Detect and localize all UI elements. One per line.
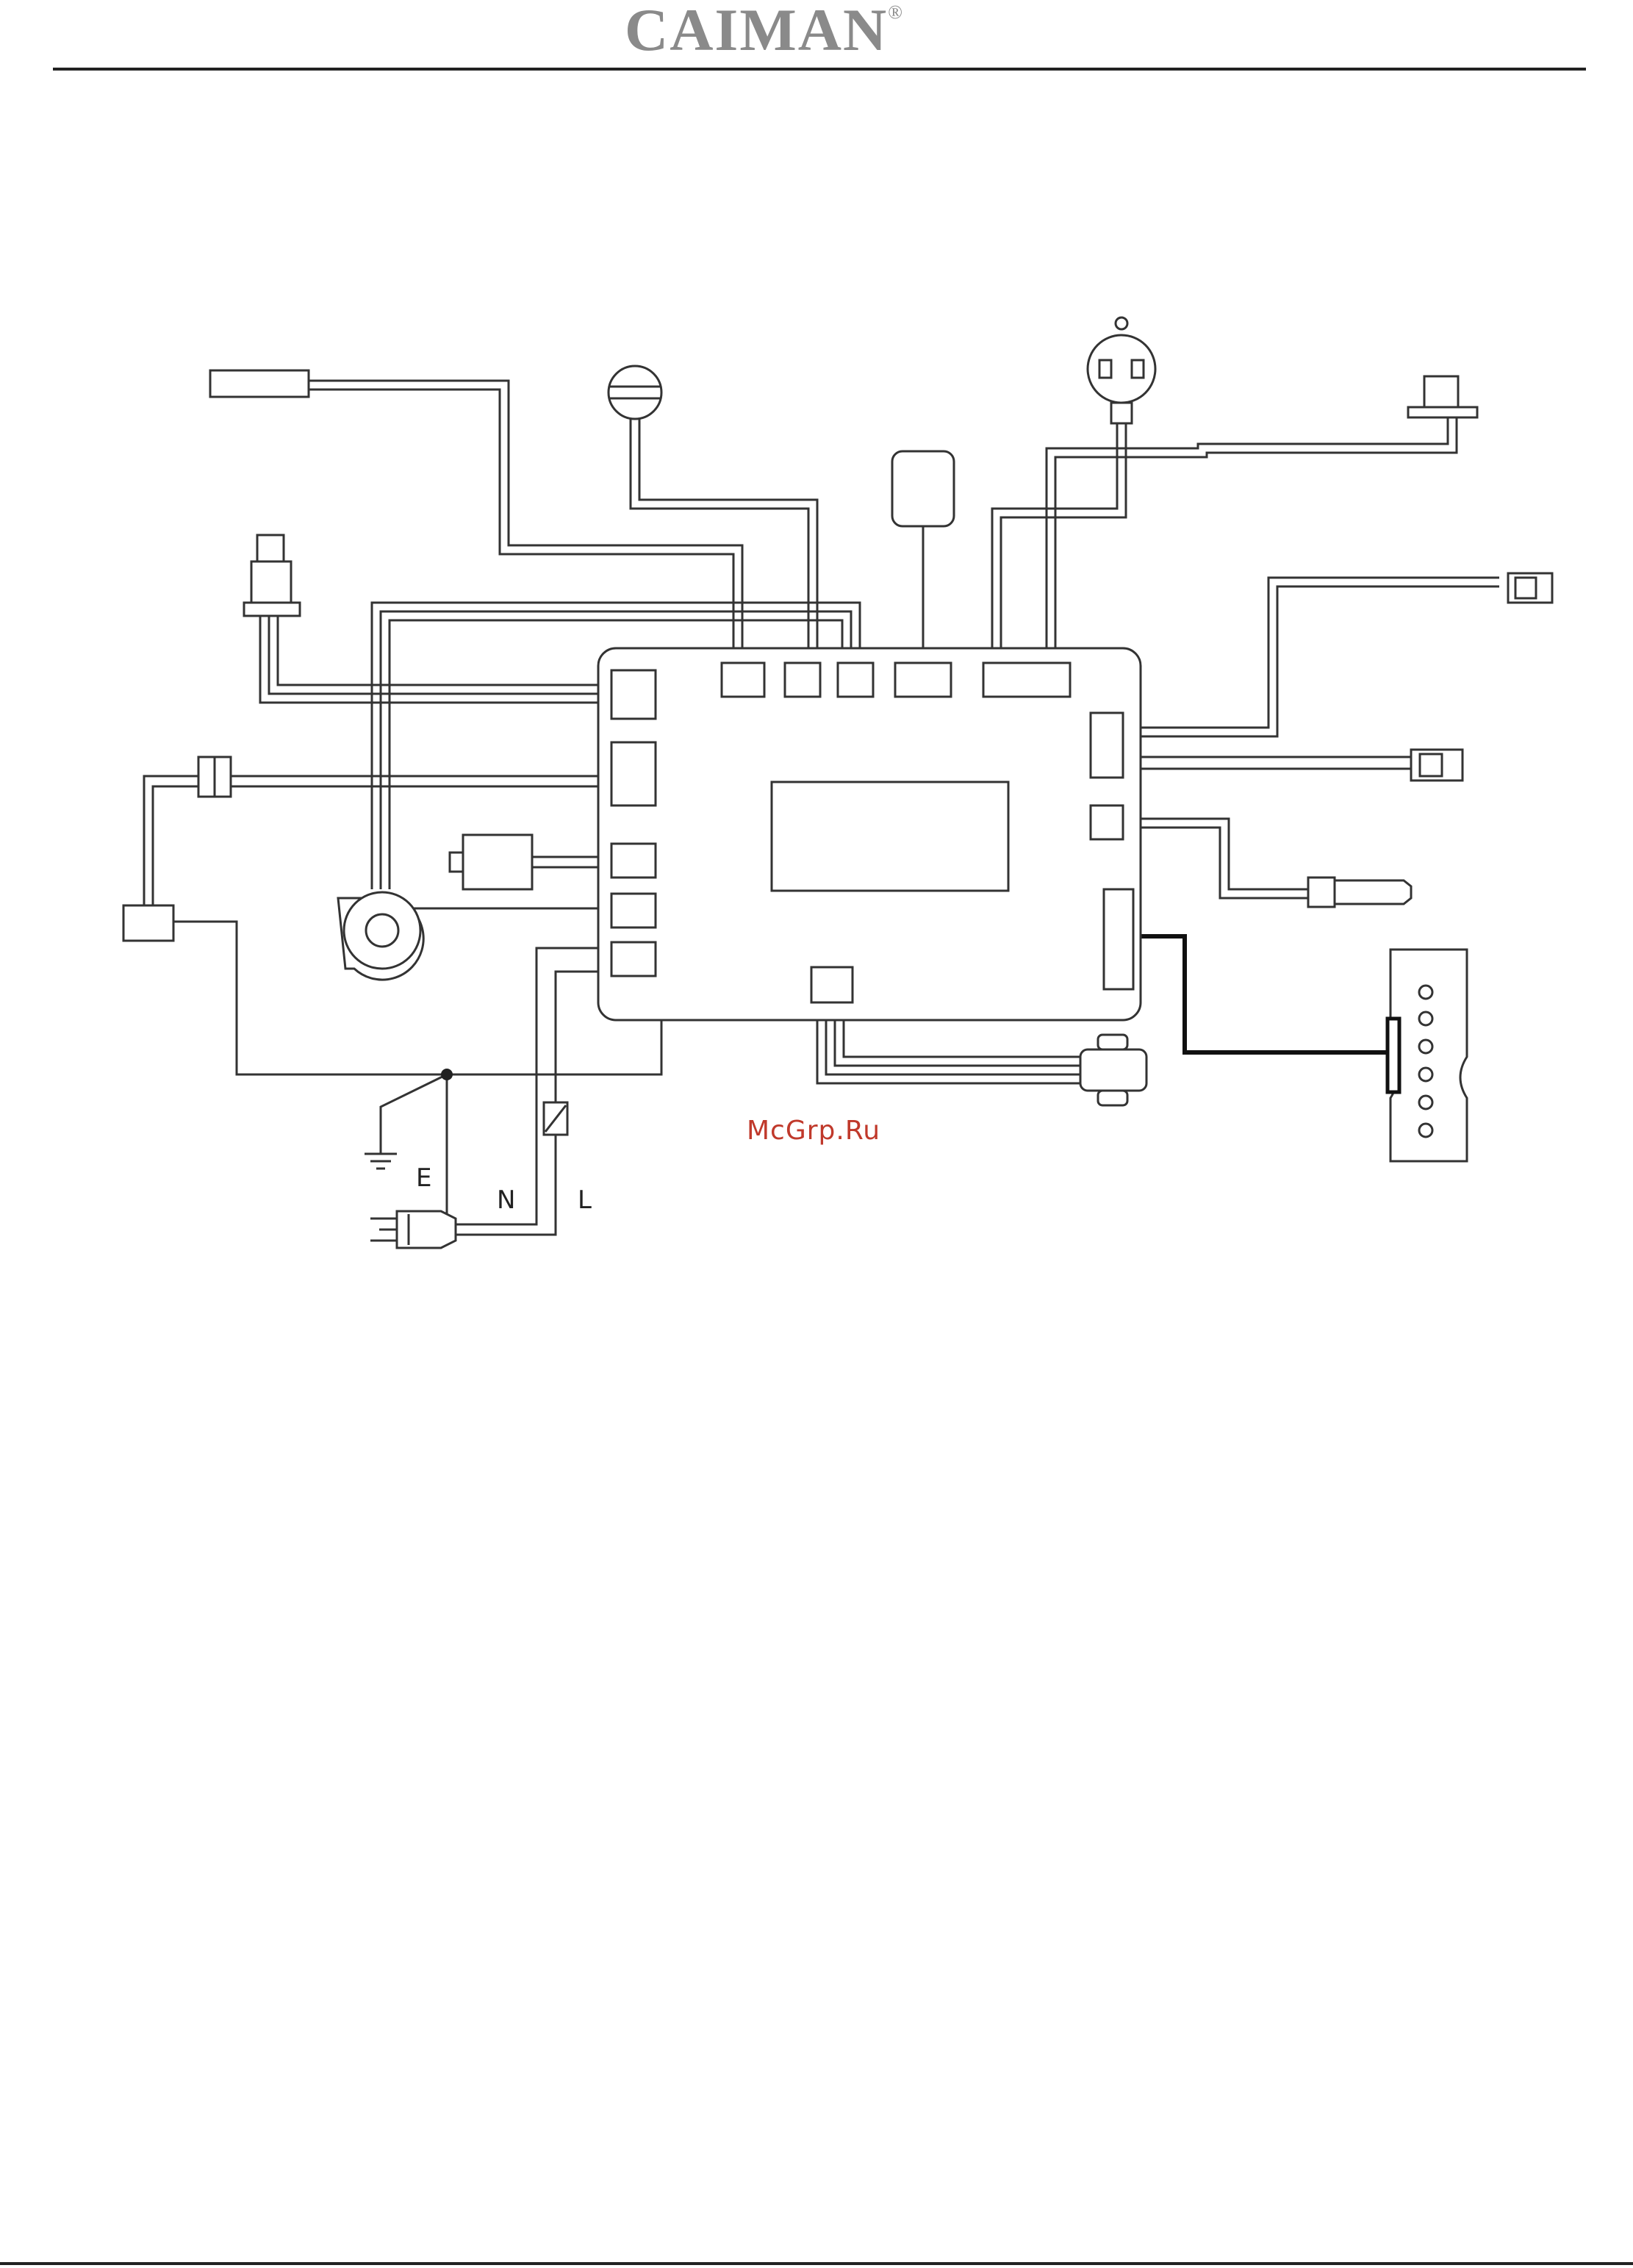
small-motor-icon <box>450 835 532 889</box>
micro-switch-icon <box>1508 573 1552 603</box>
pressure-switch-icon <box>244 535 300 616</box>
power-plug-icon <box>370 1211 456 1248</box>
bulb-sensor-icon <box>1088 317 1155 423</box>
earth-junction-box <box>123 905 173 941</box>
fan-blower-icon <box>338 892 423 980</box>
fuse-icon <box>544 1102 567 1135</box>
air-switch-icon <box>1408 376 1477 417</box>
earth-node <box>441 1069 453 1080</box>
board-display-window <box>772 782 1008 891</box>
flow-switch-icon <box>1411 750 1462 780</box>
control-panel-icon <box>1388 950 1467 1161</box>
footer-rule <box>0 2262 1633 2265</box>
watermark: McGrp.Ru <box>747 1116 880 1146</box>
label-neutral: N <box>497 1185 515 1215</box>
ntc-probe-icon <box>1308 878 1411 907</box>
ground-icon <box>365 1154 397 1169</box>
gas-valve-icon <box>609 366 661 419</box>
display-module <box>892 451 954 526</box>
label-line: L <box>578 1185 592 1215</box>
terminal-block-icon <box>198 757 231 797</box>
label-earth: E <box>416 1163 431 1193</box>
transformer-icon <box>1080 1035 1146 1105</box>
temperature-sensor <box>210 370 309 397</box>
